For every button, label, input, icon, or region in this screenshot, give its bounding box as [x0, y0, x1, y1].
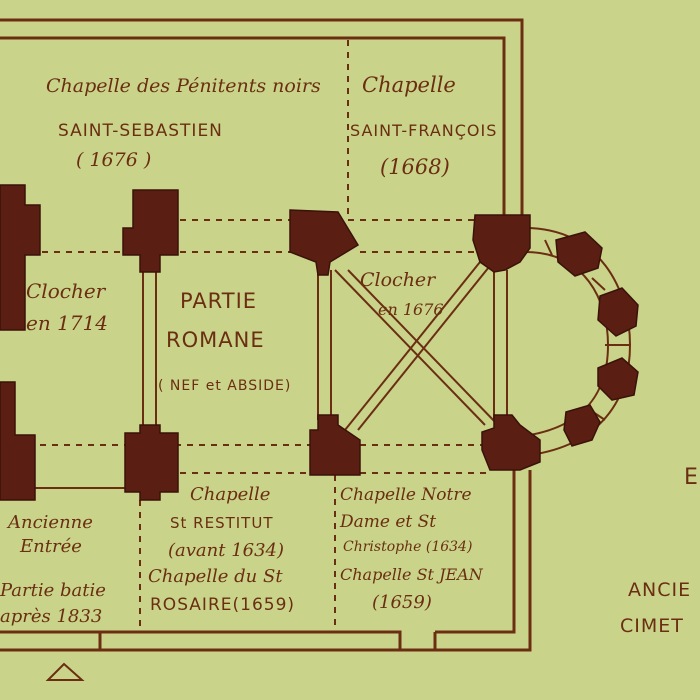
label-restitut-2: St RESTITUT: [170, 514, 273, 532]
label-notredame-1: Chapelle Notre: [340, 485, 472, 505]
label-cimetiere-1: ANCIE: [628, 579, 691, 601]
label-restitut-1: Chapelle: [190, 484, 270, 505]
label-restitut-3: (avant 1634): [168, 540, 284, 561]
label-romane-2: ROMANE: [166, 328, 265, 352]
label-clocher1676-1: Clocher: [360, 269, 437, 291]
label-notredame-2: Dame et St: [339, 512, 436, 532]
label-restitut-5: ROSAIRE(1659): [150, 595, 295, 615]
pier: [555, 231, 603, 277]
label-clocher1714-2: en 1714: [26, 311, 108, 335]
pier: [472, 214, 531, 273]
piers: [0, 184, 639, 501]
pier: [0, 184, 41, 331]
label-sebastien: SAINT-SEBASTIEN: [58, 121, 223, 141]
label-clocher1676-2: en 1676: [378, 300, 444, 319]
pier: [597, 287, 639, 337]
label-batie-2: après 1833: [0, 606, 102, 627]
pier: [563, 404, 601, 447]
label-penitents: Chapelle des Pénitents noirs: [46, 75, 321, 97]
label-entree-2: Entrée: [19, 536, 82, 557]
label-clocher1714-1: Clocher: [26, 279, 107, 303]
label-entree-1: Ancienne: [6, 512, 93, 533]
label-francois-2: SAINT-FRANÇOIS: [350, 121, 497, 140]
label-romane-3: ( NEF et ABSIDE): [158, 378, 291, 394]
label-francois-year: (1668): [380, 155, 450, 179]
dashed-divisions: [30, 40, 500, 630]
label-francois-1: Chapelle: [362, 73, 456, 97]
label-restitut-4: Chapelle du St: [148, 566, 283, 587]
pier: [124, 424, 179, 501]
labels: Chapelle des Pénitents noirs SAINT-SEBAS…: [0, 73, 699, 637]
label-notredame-5: (1659): [372, 592, 432, 613]
entrance-triangle-icon: [45, 662, 85, 681]
pier: [0, 381, 36, 501]
label-batie-1: Partie batie: [0, 580, 106, 601]
label-cimetiere-2: CIMET: [620, 615, 684, 637]
vault-ribs: [334, 261, 499, 431]
label-sebastien-year: ( 1676 ): [76, 149, 151, 171]
nave-walls: [0, 265, 508, 490]
pier: [309, 414, 361, 476]
label-notredame-4: Chapelle St JEAN: [340, 565, 484, 584]
pier: [289, 209, 360, 276]
pier: [481, 414, 541, 471]
pier: [122, 189, 179, 273]
outer-walls: [0, 18, 532, 652]
label-edge-letter: E: [684, 465, 699, 490]
label-notredame-3: Christophe (1634): [343, 539, 472, 555]
pier: [597, 357, 639, 401]
label-romane-1: PARTIE: [180, 289, 257, 313]
